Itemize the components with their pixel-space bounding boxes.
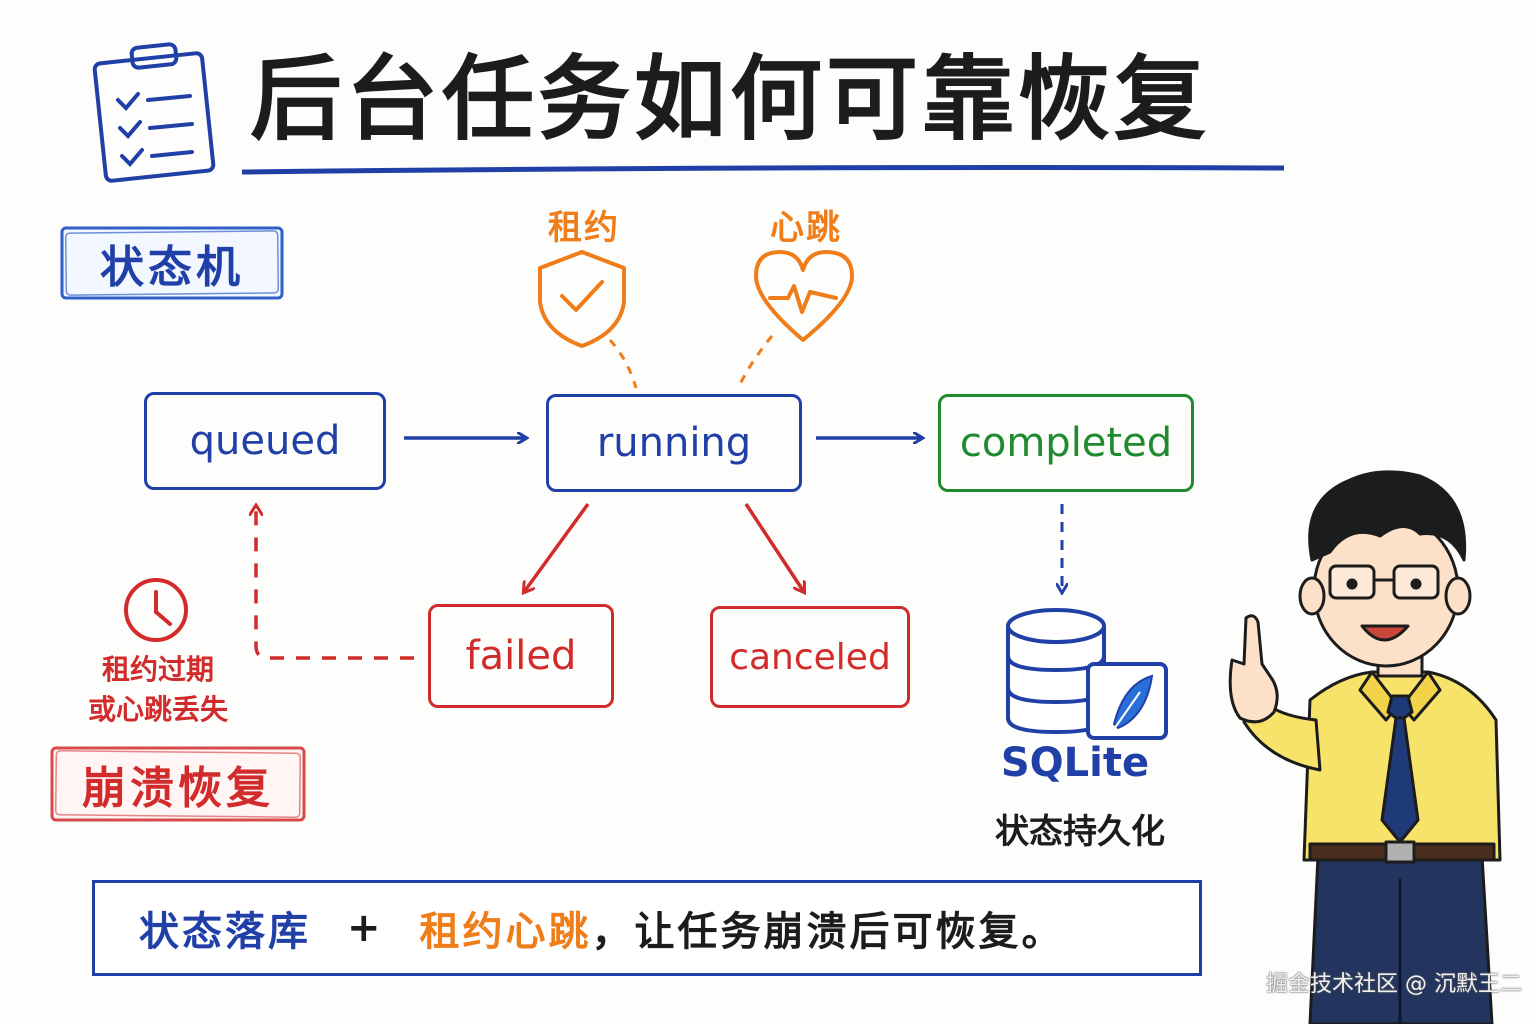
state-queued: queued	[144, 392, 386, 490]
timeout-note-line1: 租约过期	[101, 653, 214, 686]
feather-icon	[1086, 662, 1168, 740]
lease-label: 租约	[548, 208, 620, 248]
arrow-running-failed	[524, 502, 590, 592]
shield-check-icon	[538, 250, 626, 348]
clock-icon	[124, 578, 188, 642]
page-title: 后台任务如何可靠恢复	[250, 46, 1211, 153]
clipboard-checklist-icon	[92, 42, 216, 183]
arrow-running-canceled	[744, 503, 804, 592]
state-machine-tag-border	[60, 226, 284, 300]
storage-caption: 状态持久化	[995, 812, 1165, 852]
title-underline	[241, 165, 1285, 175]
cartoon-man-pointing	[1228, 470, 1502, 1024]
summary-part1: 状态落库	[139, 909, 311, 955]
state-machine-tag: 状态机	[100, 242, 244, 293]
state-running: running	[546, 394, 802, 492]
arrow-failed-queued	[256, 506, 414, 660]
timeout-note: 租约过期 或心跳丢失	[70, 650, 246, 730]
timeout-note-line2: 或心跳丢失	[87, 693, 228, 726]
heartbeat-connector	[736, 335, 774, 389]
summary-part2: 租约心跳	[419, 909, 592, 955]
summary-banner: 状态落库 + 租约心跳 ，让任务崩溃后可恢复。	[92, 880, 1202, 976]
crash-recovery-tag: 崩溃恢复	[82, 763, 274, 814]
storage-name: SQLite	[1000, 740, 1150, 786]
lease-connector	[608, 338, 638, 389]
heart-pulse-icon	[754, 250, 854, 342]
state-failed: failed	[428, 604, 614, 708]
watermark: 掘金技术社区 @ 沉默王二	[1266, 972, 1522, 997]
crash-recovery-tag-border	[50, 746, 306, 822]
summary-plus: +	[347, 905, 384, 951]
state-canceled: canceled	[710, 606, 910, 708]
state-completed: completed	[938, 394, 1194, 492]
heartbeat-label: 心跳	[770, 208, 842, 248]
summary-part3: ，让任务崩溃后可恢复。	[591, 909, 1065, 955]
